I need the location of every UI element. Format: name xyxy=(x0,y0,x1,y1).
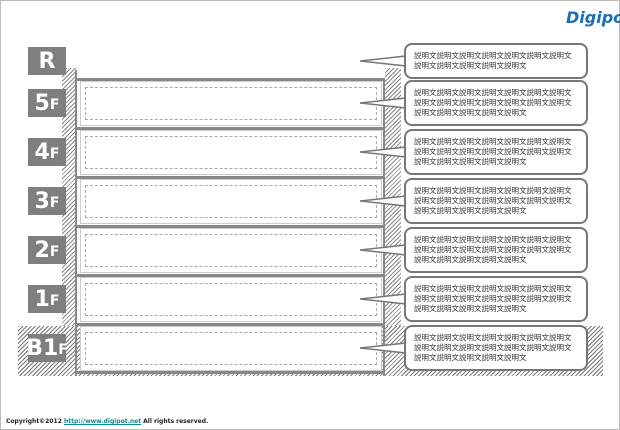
callout-line: 説明文説明文説明文説明文説明文説明文説明文 xyxy=(414,284,572,293)
floor-slab xyxy=(76,274,385,277)
floor-suffix: F xyxy=(49,195,60,211)
digipot-logo: Digipot xyxy=(566,8,620,27)
copyright-suffix: All rights reserved. xyxy=(141,418,209,425)
room-2[interactable] xyxy=(80,228,382,273)
callout-4: 説明文説明文説明文説明文説明文説明文説明文説明文説明文説明文説明文説明文説明文説… xyxy=(404,129,588,175)
callout-line: 説明文説明文説明文説明文説明文説明文説明文 xyxy=(414,147,572,156)
room-b1[interactable] xyxy=(80,326,382,371)
floor-number: 3 xyxy=(34,188,50,214)
room-inner-dashed xyxy=(85,185,377,218)
floor-slab xyxy=(76,78,385,81)
room-3[interactable] xyxy=(80,179,382,224)
floor-slab xyxy=(76,323,385,326)
room-inner-dashed xyxy=(85,136,377,169)
callout-line: 説明文説明文説明文説明文説明文説明文説明文 xyxy=(414,333,572,342)
callout-line: 説明文説明文説明文説明文説明文 xyxy=(414,108,527,117)
room-inner-dashed xyxy=(85,332,377,365)
callout-line: 説明文説明文説明文説明文説明文 xyxy=(414,353,527,362)
callout-line: 説明文説明文説明文説明文説明文説明文説明文 xyxy=(414,294,572,303)
callout-line: 説明文説明文説明文説明文説明文 xyxy=(414,61,527,70)
floor-suffix: F xyxy=(58,342,68,358)
copyright-link[interactable]: http://www.digipot.net xyxy=(63,418,142,425)
callout-1: 説明文説明文説明文説明文説明文説明文説明文説明文説明文説明文説明文説明文説明文説… xyxy=(404,276,588,322)
floor-suffix: F xyxy=(49,293,60,309)
callout-line: 説明文説明文説明文説明文説明文 xyxy=(414,206,527,215)
room-5[interactable] xyxy=(80,81,382,126)
left-wall xyxy=(75,70,77,376)
callout-line: 説明文説明文説明文説明文説明文 xyxy=(414,255,527,264)
callout-3: 説明文説明文説明文説明文説明文説明文説明文説明文説明文説明文説明文説明文説明文説… xyxy=(404,178,588,224)
floor-suffix: F xyxy=(49,97,60,113)
callout-line: 説明文説明文説明文説明文説明文 xyxy=(414,157,527,166)
floor-number: 2 xyxy=(34,237,50,263)
room-inner-dashed xyxy=(85,283,377,316)
callout-pointer xyxy=(360,97,408,109)
callout-line: 説明文説明文説明文説明文説明文説明文説明文 xyxy=(414,186,572,195)
callout-2: 説明文説明文説明文説明文説明文説明文説明文説明文説明文説明文説明文説明文説明文説… xyxy=(404,227,588,273)
floor-number: B1 xyxy=(26,335,59,361)
floor-slab xyxy=(76,371,385,374)
callout-line: 説明文説明文説明文説明文説明文説明文説明文 xyxy=(414,88,572,97)
floor-slab xyxy=(76,225,385,228)
callout-pointer xyxy=(360,195,408,207)
room-inner-dashed xyxy=(85,234,377,267)
floor-number: 4 xyxy=(34,139,50,165)
floor-number: 5 xyxy=(34,90,50,116)
callout-pointer xyxy=(360,244,408,256)
callout-line: 説明文説明文説明文説明文説明文説明文説明文 xyxy=(414,235,572,244)
floor-label: R xyxy=(28,47,66,75)
callout-line: 説明文説明文説明文説明文説明文 xyxy=(414,304,527,313)
callout-line: 説明文説明文説明文説明文説明文説明文説明文 xyxy=(414,137,572,146)
floor-number: 1 xyxy=(34,286,50,312)
floor-slab xyxy=(76,176,385,179)
callout-5: 説明文説明文説明文説明文説明文説明文説明文説明文説明文説明文説明文説明文説明文説… xyxy=(404,80,588,126)
callout-pointer xyxy=(360,146,408,158)
floor-suffix: F xyxy=(49,146,60,162)
room-inner-dashed xyxy=(85,87,377,120)
callout-b1: 説明文説明文説明文説明文説明文説明文説明文説明文説明文説明文説明文説明文説明文説… xyxy=(404,325,588,371)
copyright-text: Copyright©2012 xyxy=(6,418,64,425)
copyright: Copyright©2012 http://www.digipot.net Al… xyxy=(6,418,208,425)
floor-number: R xyxy=(38,48,56,74)
callout-pointer xyxy=(360,55,408,67)
callout-pointer xyxy=(360,342,408,354)
floor-slab xyxy=(76,127,385,130)
callout-line: 説明文説明文説明文説明文説明文説明文説明文 xyxy=(414,343,572,352)
callout-pointer xyxy=(360,293,408,305)
room-4[interactable] xyxy=(80,130,382,175)
callout-line: 説明文説明文説明文説明文説明文説明文説明文 xyxy=(414,51,572,60)
callout-line: 説明文説明文説明文説明文説明文説明文説明文 xyxy=(414,98,572,107)
callout-line: 説明文説明文説明文説明文説明文説明文説明文 xyxy=(414,245,572,254)
callout-line: 説明文説明文説明文説明文説明文説明文説明文 xyxy=(414,196,572,205)
callout-r: 説明文説明文説明文説明文説明文説明文説明文説明文説明文説明文説明文説明文 xyxy=(404,43,588,79)
floor-suffix: F xyxy=(49,244,60,260)
room-1[interactable] xyxy=(80,277,382,322)
